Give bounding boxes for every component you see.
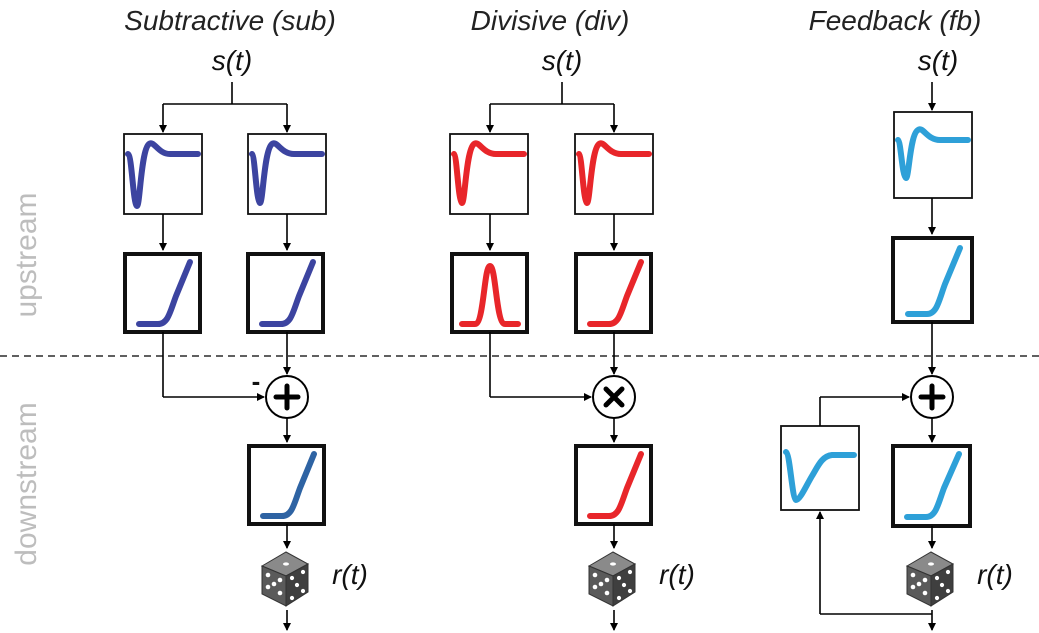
- fb-feedback-filter-icon: [783, 449, 857, 503]
- div-nonlinearity-icon: [587, 259, 644, 327]
- fb-poisson-dice-icon: [906, 551, 954, 607]
- div-output-nonlinearity-icon: [587, 451, 644, 519]
- title-feedback: Feedback (fb): [809, 5, 982, 36]
- sub-temporal-filter-icon-2: [249, 140, 325, 206]
- sub-output-label: r(t): [332, 559, 368, 590]
- sub-nonlinearity-icon: [136, 259, 193, 327]
- div-input-label: s(t): [542, 45, 582, 76]
- fb-filter: [893, 111, 973, 199]
- div-temporal-filter-icon: [451, 140, 527, 206]
- div-poisson-dice-icon: [588, 551, 636, 607]
- sub-temporal-filter-icon: [125, 140, 201, 209]
- title-subtractive: Subtractive (sub): [124, 5, 336, 36]
- fb-output-label: r(t): [977, 559, 1013, 590]
- div-output-label: r(t): [659, 559, 695, 590]
- downstream-label: downstream: [10, 402, 43, 565]
- title-divisive: Divisive (div): [471, 5, 630, 36]
- fb-nonlinearity-icon: [905, 245, 963, 317]
- divisive-column: r(t): [449, 82, 695, 631]
- feedback-column: r(t): [780, 82, 1013, 631]
- sub-output-nonlinearity-icon: [260, 451, 317, 519]
- div-temporal-filter-icon-2: [576, 140, 652, 206]
- subtractive-column: - r(t): [123, 82, 368, 631]
- upstream-label: upstream: [10, 192, 43, 317]
- sub-poisson-dice-icon: [261, 551, 309, 607]
- fb-output-nonlinearity-icon: [904, 451, 962, 520]
- fb-temporal-filter-icon: [895, 126, 971, 181]
- div-bell-nonlinearity-icon: [459, 263, 521, 327]
- sub-input-label: s(t): [212, 45, 252, 76]
- sub-nonlinearity-icon-2: [259, 259, 316, 327]
- fb-input-label: s(t): [918, 45, 958, 76]
- sub-minus-sign: -: [252, 366, 261, 396]
